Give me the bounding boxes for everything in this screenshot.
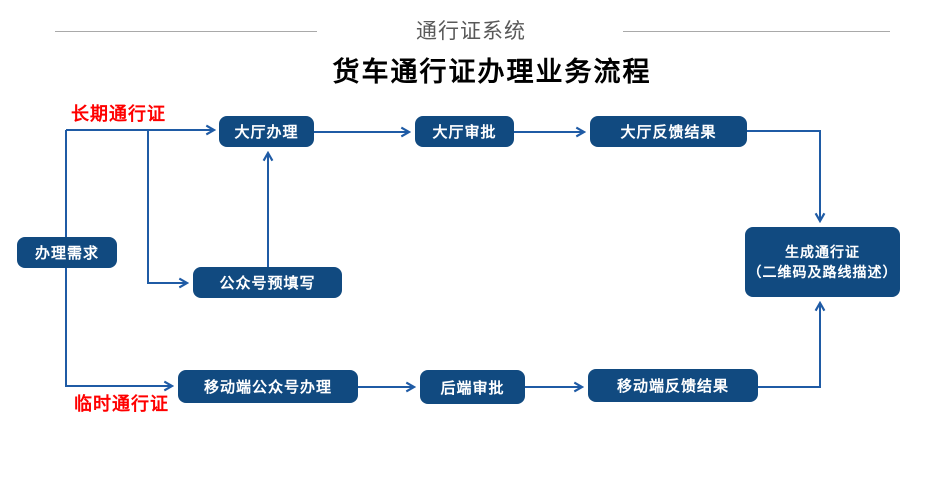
node-mobile-feedback-result: 移动端反馈结果 [588,369,758,402]
node-label: 大厅办理 [234,124,299,141]
node-sublabel: （二维码及路线描述） [747,264,898,280]
node-label: 移动端公众号办理 [203,379,332,396]
node-label: 公众号预填写 [219,275,316,292]
header-divider-right [623,31,890,32]
arrow-demand-to-mobile-process [65,130,172,386]
node-mobile-public-account-processing: 移动端公众号办理 [178,370,358,403]
node-hall-processing: 大厅办理 [219,116,314,147]
arrow-branch-to-prefill [147,130,187,283]
node-processing-demand: 办理需求 [17,237,117,268]
node-generate-pass: 生成通行证 （二维码及路线描述） [745,227,900,297]
node-label: 大厅审批 [432,124,497,141]
node-hall-approval: 大厅审批 [415,116,514,147]
arrow-hall-feedback-to-generate [747,130,820,221]
node-label: 生成通行证 [785,243,860,260]
node-label: 后端审批 [440,379,505,397]
header-divider-left [55,31,317,32]
node-public-account-prefill: 公众号预填写 [193,267,342,298]
system-label: 通行证系统 [416,20,526,43]
node-backend-approval: 后端审批 [420,370,525,404]
node-label: 办理需求 [34,245,99,262]
page-title: 货车通行证办理业务流程 [332,57,652,87]
branch-label-temporary: 临时通行证 [74,394,169,414]
node-label: 大厅反馈结果 [620,124,717,141]
arrow-mobile-feedback-to-generate [758,303,820,388]
node-hall-feedback-result: 大厅反馈结果 [590,116,747,147]
node-label: 移动端反馈结果 [616,378,729,395]
branch-label-long-term: 长期通行证 [71,104,166,124]
